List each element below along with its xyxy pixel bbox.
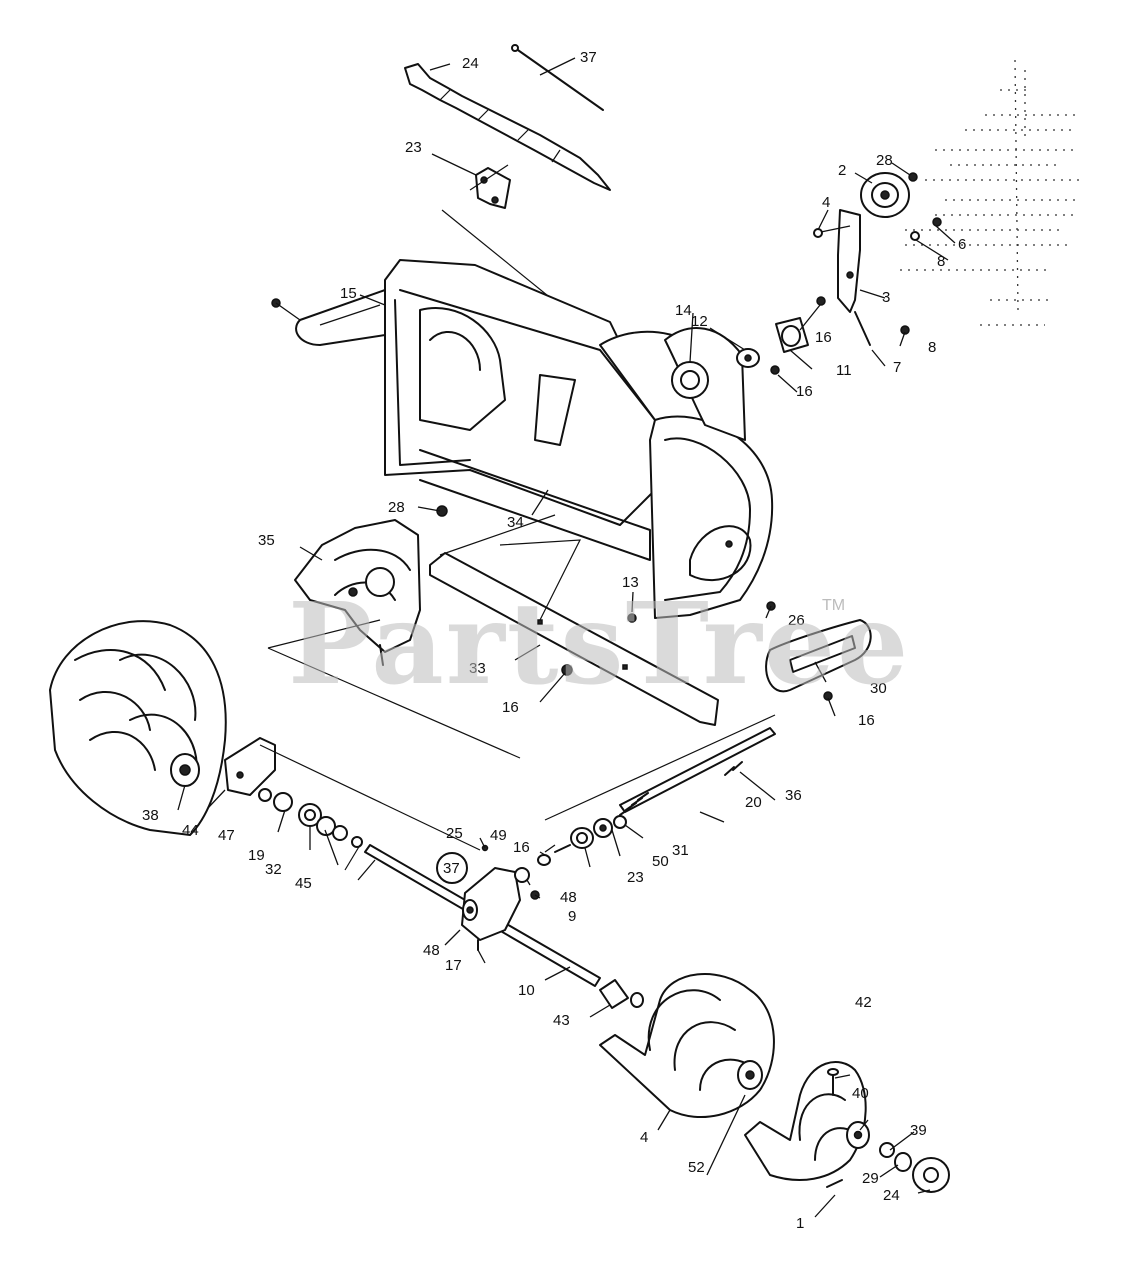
bracket-21 (441, 164, 601, 339)
callout-34: 34 (507, 514, 524, 531)
callout-17: 17 (445, 957, 462, 974)
callout-39: 39 (910, 1122, 927, 1139)
callout-37: 37 (443, 860, 460, 877)
callout-16-a: 16 (815, 329, 832, 346)
gearbox-hardware (481, 844, 540, 900)
callout-45: 45 (295, 875, 312, 892)
callout-16-c: 16 (502, 699, 519, 716)
callout-28-upper: 28 (876, 152, 893, 169)
auger-38 (49, 620, 227, 836)
callout-24: 24 (883, 1187, 900, 1204)
callout-16-b: 16 (796, 383, 813, 400)
callout-38: 38 (142, 807, 159, 824)
end-hardware (826, 1142, 950, 1193)
callout-52: 52 (688, 1159, 705, 1176)
callout-44: 44 (182, 822, 199, 839)
callout-13: 13 (622, 574, 639, 591)
callout-50: 48 (560, 889, 577, 906)
auger-4 (599, 973, 775, 1118)
shaft-22 (404, 63, 611, 191)
callout-labels: 37 24 23 15 28 2 4 6 8 3 8 7 14 12 16 11… (142, 49, 966, 1232)
callout-49: 50 (652, 853, 669, 870)
callout-12: 12 (691, 313, 708, 330)
gearbox-47 (461, 867, 521, 951)
rod-27 (511, 44, 604, 111)
callout-30: 30 (870, 680, 887, 697)
callout-11: 11 (836, 362, 852, 379)
shaft-20 (544, 714, 776, 821)
callout-31: 31 (672, 842, 689, 859)
callout-20: 20 (745, 794, 762, 811)
impeller-35 (294, 519, 421, 666)
callout-10: 10 (518, 982, 535, 999)
auger-40 (744, 1061, 870, 1181)
watermark: PartsTree TM (288, 579, 910, 710)
callout-15: 15 (340, 285, 357, 302)
callout-47: 48 (423, 942, 440, 959)
callout-46: 47 (218, 827, 235, 844)
auger-housing-15 (384, 259, 774, 619)
pulley-2 (860, 172, 942, 335)
callout-42: 42 (855, 994, 872, 1011)
leader-lines (177, 57, 956, 1218)
skid-shoe-left (271, 289, 386, 346)
drawing (49, 44, 1080, 1218)
idler-bracket-3 (813, 209, 871, 346)
callout-36: 36 (785, 787, 802, 804)
callout-16-d: 16 (858, 712, 875, 729)
callout-4-upper: 4 (822, 194, 830, 211)
callout-48: 49 (490, 827, 507, 844)
engine-outline (900, 59, 1080, 326)
callout-23: 23 (627, 869, 644, 886)
callout-33: 33 (469, 660, 486, 677)
callout-1: 1 (796, 1215, 804, 1232)
impeller-14 (770, 296, 826, 375)
callout-14: 14 (675, 302, 692, 319)
callout-40: 40 (852, 1085, 869, 1102)
callout-9: 9 (568, 908, 576, 925)
collar-43 (599, 979, 644, 1009)
callout-22: 24 (462, 55, 479, 72)
callout-43: 43 (553, 1012, 570, 1029)
callout-8-b: 8 (928, 339, 936, 356)
callout-7: 7 (893, 359, 901, 376)
bearing-12-11 (736, 317, 809, 368)
callout-3: 3 (882, 289, 890, 306)
callout-16-e: 16 (513, 839, 530, 856)
callout-29: 29 (862, 1170, 879, 1187)
callout-32: 32 (265, 861, 282, 878)
callout-26: 26 (788, 612, 805, 629)
callout-25: 25 (446, 825, 463, 842)
frame-bar-33 (267, 514, 719, 759)
watermark-text: PartsTree (288, 579, 910, 710)
callout-19: 19 (248, 847, 265, 864)
callout-8-a: 8 (937, 253, 945, 270)
callout-37-circle (436, 852, 468, 884)
callout-35: 35 (258, 532, 275, 549)
callout-2: 2 (838, 162, 846, 179)
callout-21: 23 (405, 139, 422, 156)
callout-4-lower: 4 (640, 1129, 648, 1146)
callout-28-lower: 28 (388, 499, 405, 516)
bearing-stack-left (224, 737, 481, 851)
watermark-trademark: TM (822, 597, 845, 614)
callout-6: 6 (958, 236, 966, 253)
skid-shoe-30 (765, 619, 872, 693)
callout-27: 37 (580, 49, 597, 66)
